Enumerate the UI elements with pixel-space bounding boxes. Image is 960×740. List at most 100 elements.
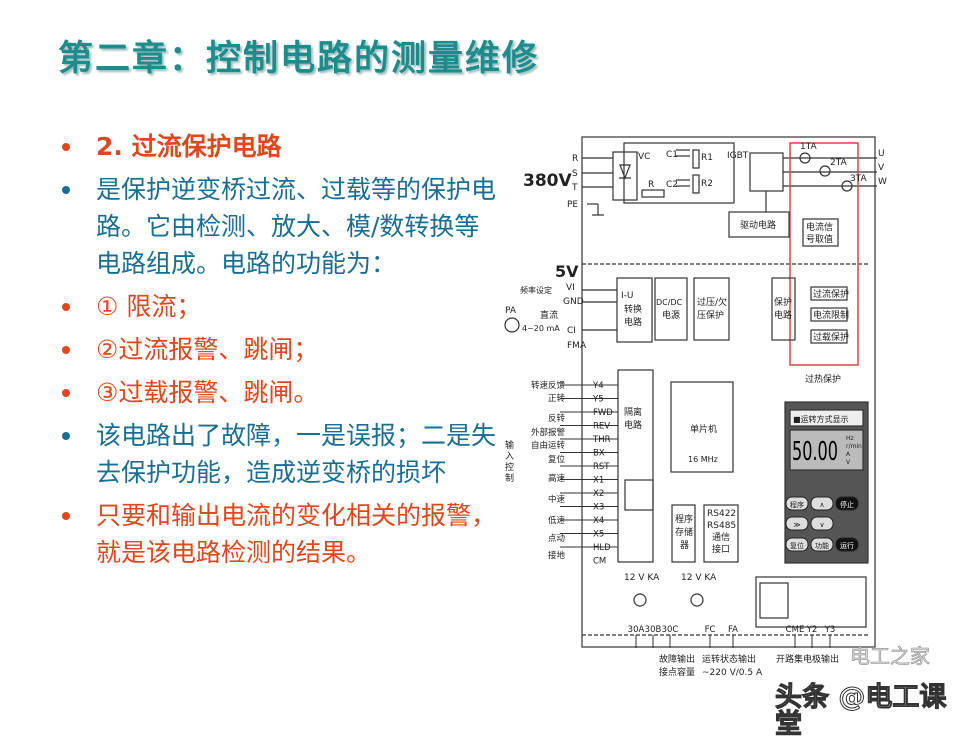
label-fault-out: 接点容量	[659, 666, 695, 678]
label-3ta: 3TA	[850, 174, 868, 184]
drive-circuit-box	[728, 211, 790, 238]
panel-key	[785, 496, 809, 511]
label-overcurrent: 过流保护	[813, 288, 849, 300]
label-comm: RS422	[707, 509, 736, 519]
display-unit: A	[846, 451, 851, 458]
watermark: 头条 @电工课堂	[775, 682, 947, 740]
label-igbt: IGBT	[727, 151, 749, 161]
label-5v: 5V	[555, 262, 579, 281]
watermark-logo: 电工之家	[850, 644, 931, 668]
open-collector-box	[755, 576, 867, 628]
panel-key-label: 运行	[840, 541, 854, 550]
input-label: 转速反馈	[531, 380, 566, 391]
terminal-w: W	[878, 177, 887, 187]
bullet-item: ②过流报警、跳闸；	[62, 331, 502, 368]
label-memory: 程序	[675, 513, 693, 525]
input-label: 复位	[548, 454, 566, 465]
terminal-cm: CM	[593, 557, 606, 567]
terminal-rev: REV	[593, 422, 610, 432]
terminal-x4: X4	[593, 516, 604, 526]
label-comm: 通信	[712, 531, 730, 543]
isolation-box	[617, 369, 654, 563]
label-drive-circuit: 驱动电路	[740, 219, 776, 231]
label-iu: I-U	[621, 291, 634, 301]
panel-key	[810, 496, 834, 511]
output-terminal-fa: FA	[728, 625, 738, 635]
terminal-y5: Y5	[592, 395, 604, 405]
diagram-frame	[581, 136, 876, 648]
input-label: 中速	[548, 494, 566, 505]
label-4-20ma: 4~20 mA	[522, 324, 560, 333]
terminal-ci: CI	[567, 326, 576, 336]
terminal-thr: THR	[592, 435, 611, 445]
input-label: 反转	[548, 413, 566, 424]
slide-title: 第二章：控制电路的测量维修	[58, 39, 540, 79]
label-freq-set: 频率设定	[520, 285, 552, 295]
output-terminal-y3: Y3	[824, 625, 836, 635]
current-signal-box	[802, 218, 839, 247]
panel-key-label: 程序	[790, 500, 804, 509]
label-dcdc: 电源	[662, 309, 680, 321]
bullet-item: 2. 过流保护电路	[62, 128, 502, 165]
panel-key	[835, 496, 859, 511]
terminal-x3: X3	[593, 503, 604, 513]
terminal-bx: BX	[593, 449, 605, 459]
bullet-dot-icon	[62, 346, 70, 354]
label-current-signal: 电流信	[806, 221, 833, 233]
overcurrent-highlight-box	[789, 142, 859, 366]
label-relay2: 12 V KA	[681, 573, 717, 583]
dcdc-box	[654, 277, 688, 341]
panel-key	[810, 516, 834, 531]
display-value: 50.00	[792, 437, 838, 467]
rectifier-box	[612, 151, 638, 201]
input-label: 自由运转	[531, 440, 566, 451]
panel-key-label: 停止	[840, 500, 854, 509]
iu-converter-box	[616, 277, 653, 343]
mcu-box	[670, 381, 734, 473]
label-comm: RS485	[707, 521, 736, 531]
label-c1: C1	[666, 150, 678, 160]
panel-key-label: ≫	[793, 521, 800, 529]
input-label: 高速	[548, 473, 566, 484]
label-iu: 转换	[624, 303, 642, 315]
label-run-out: 运转状态输出	[702, 653, 756, 665]
control-panel	[784, 401, 869, 564]
comm-box	[703, 504, 739, 563]
output-terminal-30b: 30B	[645, 625, 662, 635]
panel-key	[835, 537, 859, 552]
terminal-s: S	[572, 169, 578, 179]
output-terminal-y2: Y2	[806, 625, 818, 635]
igbt-box	[749, 152, 784, 192]
label-protection: 电路	[774, 309, 792, 321]
display-unit: r/min	[846, 443, 862, 450]
label-isolation: 电路	[624, 419, 642, 431]
memory-box	[671, 504, 696, 563]
label-current-limit: 电流限制	[813, 309, 849, 321]
bullet-dot-icon	[62, 389, 70, 397]
label-overload: 过载保护	[813, 331, 849, 343]
panel-key	[810, 537, 834, 552]
output-terminal-30a: 30A	[628, 625, 645, 635]
label-mcu: 单片机	[690, 423, 717, 435]
label-dcdc: DC/DC	[656, 298, 683, 307]
terminal-x1: X1	[593, 476, 604, 486]
label-overheat: 过热保护	[805, 373, 841, 385]
label-vc: VC	[638, 152, 650, 162]
label-relay1: 12 V KA	[624, 573, 660, 583]
terminal-fwd: FWD	[593, 408, 613, 418]
terminal-gnd: GND	[563, 297, 584, 307]
terminal-rst: RST	[593, 462, 610, 472]
input-label: 接地	[548, 550, 566, 561]
ct-1ta-icon	[799, 152, 811, 164]
bullet-item: ③过载报警、跳闸。	[62, 374, 502, 411]
bullet-dot-icon	[62, 303, 70, 311]
label-1ta: 1TA	[800, 142, 818, 152]
label-r: R	[648, 180, 654, 190]
label-pa: PA	[505, 306, 517, 316]
label-overvoltage: 压保护	[697, 309, 724, 321]
label-c2: C2	[666, 180, 678, 190]
bullet-item: ① 限流；	[62, 288, 502, 325]
ct-2ta-icon	[819, 165, 831, 177]
input-label: 正转	[548, 393, 566, 404]
label-380v: 380V	[523, 171, 572, 191]
